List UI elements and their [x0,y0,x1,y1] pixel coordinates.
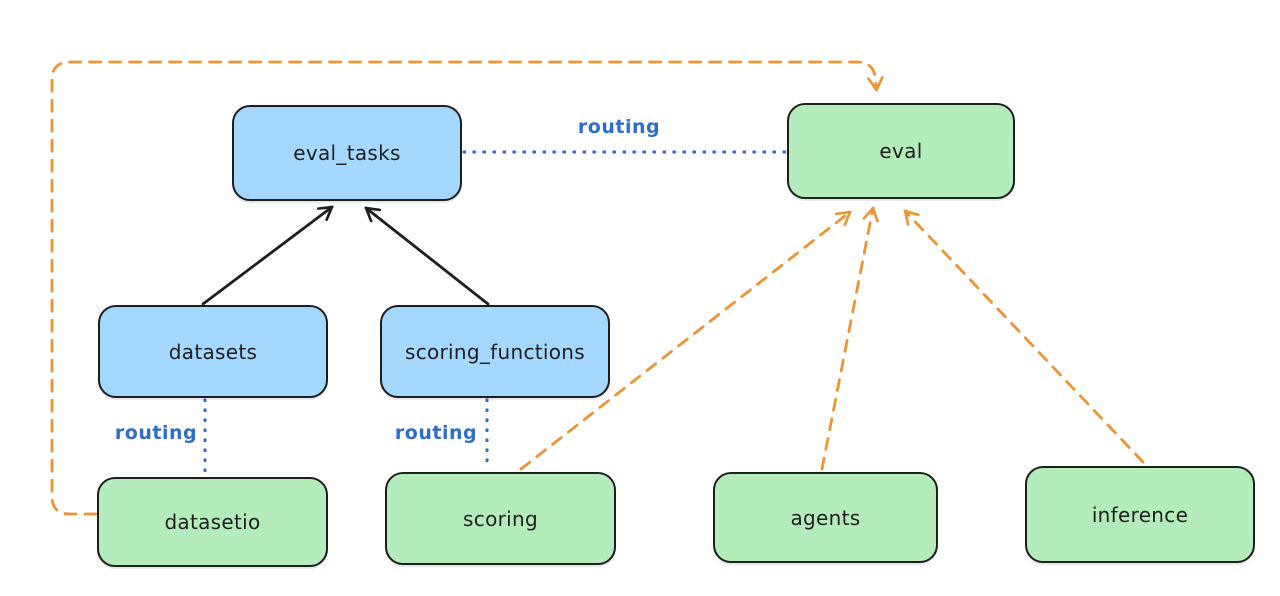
edge-scoring-to-eval [519,210,852,471]
node-scoring-functions: scoring_functions [380,305,610,398]
node-scoring-functions-label: scoring_functions [404,339,586,364]
node-scoring-label: scoring [463,506,538,531]
routing-label-scoring-functions-scoring: routing [394,422,478,444]
routing-label-eval-tasks-eval: routing [577,116,661,138]
node-inference: inference [1025,466,1255,563]
edge-agents-to-eval [820,206,879,471]
routing-label-datasets-datasetio: routing [114,422,198,444]
edge-scoring-functions-to-eval-tasks [364,206,490,306]
node-eval-tasks-label: eval_tasks [293,141,401,165]
node-datasetio-label: datasetio [164,510,261,534]
node-datasets-label: datasets [168,339,258,364]
node-agents-label: agents [790,505,861,530]
node-datasetio: datasetio [97,477,328,567]
edge-inference-to-eval [903,209,1145,464]
edge-datasetio-to-eval [50,60,884,516]
node-eval: eval [787,103,1015,199]
node-eval-label: eval [879,139,923,163]
node-datasets: datasets [98,305,328,398]
node-agents: agents [713,472,938,563]
node-inference-label: inference [1091,502,1189,527]
node-eval-tasks: eval_tasks [232,105,462,201]
node-scoring: scoring [385,472,616,565]
edge-datasets-to-eval-tasks [201,205,334,306]
